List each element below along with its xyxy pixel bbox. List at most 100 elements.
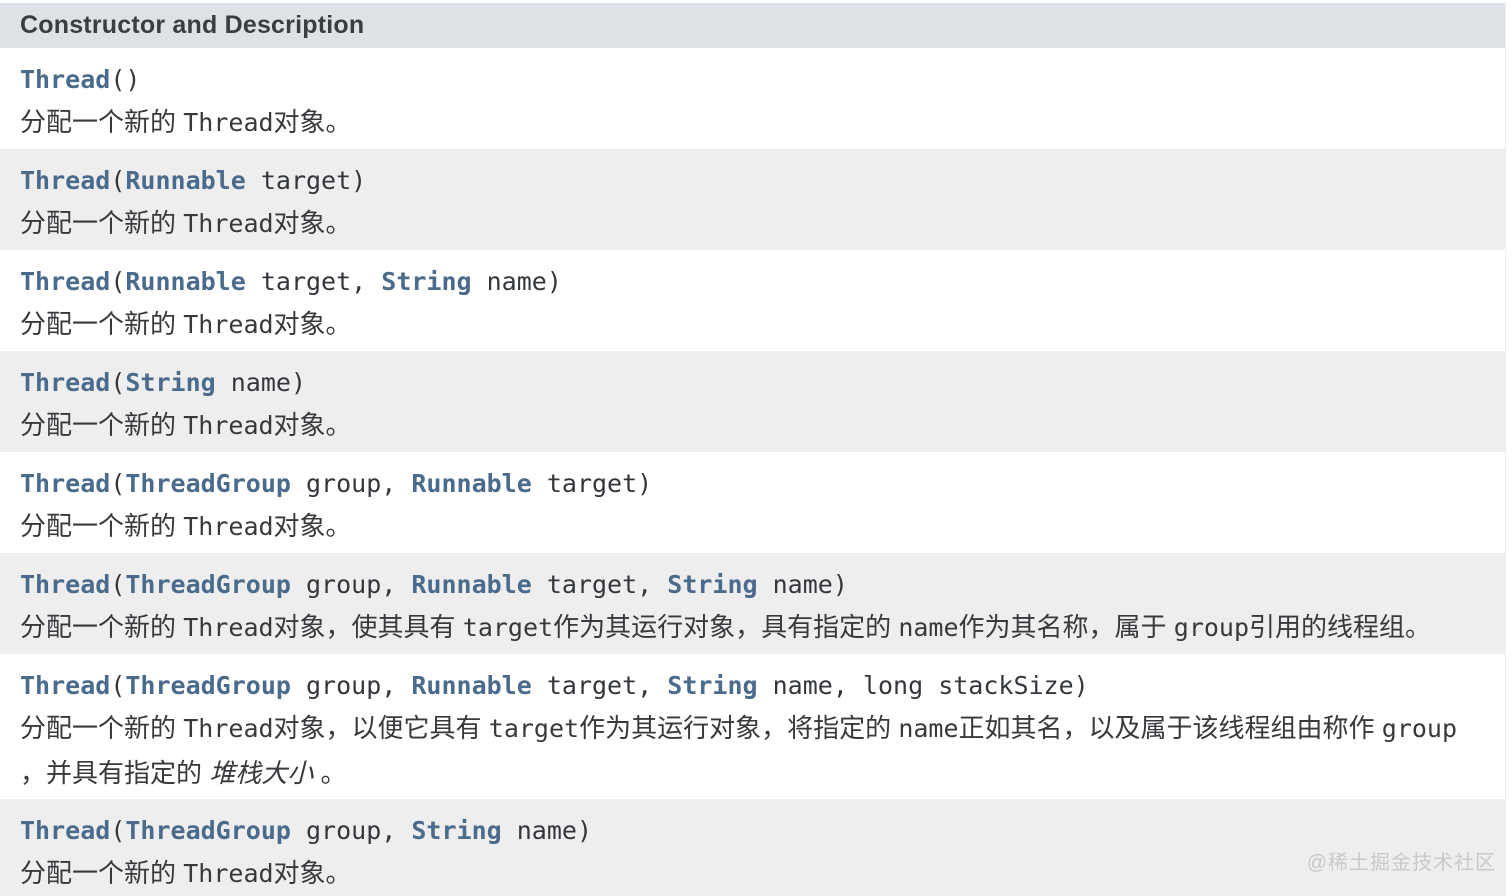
signature-text: name) [471, 267, 562, 296]
inline-code: Thread [183, 512, 274, 541]
signature-text: group, [290, 816, 412, 845]
signature-text: ( [110, 816, 126, 845]
signature-text: () [110, 65, 141, 94]
type-link[interactable]: ThreadGroup [125, 469, 291, 498]
table-row: Thread(ThreadGroup group, Runnable targe… [0, 654, 1506, 799]
type-link[interactable]: Runnable [411, 570, 532, 599]
constructor-description: 分配一个新的 Thread对象。 [20, 203, 1485, 244]
constructor-description: 分配一个新的 Thread对象。 [20, 304, 1485, 345]
inline-code: group [1173, 613, 1250, 642]
table-row: Thread(Runnable target) 分配一个新的 Thread对象。 [0, 149, 1506, 250]
type-link[interactable]: Runnable [125, 166, 246, 195]
description-text: 作为其名称，属于 [958, 612, 1174, 642]
constructor-cell: Thread() 分配一个新的 Thread 对象。 [0, 48, 1506, 149]
type-link[interactable]: Runnable [411, 469, 532, 498]
type-link[interactable]: Thread [20, 816, 111, 845]
signature-text: ( [110, 570, 126, 599]
type-link[interactable]: Runnable [125, 267, 246, 296]
description-text: 分配一个新的 [20, 858, 184, 888]
inline-code: target [488, 714, 580, 743]
constructor-cell: Thread(ThreadGroup group, Runnable targe… [0, 553, 1506, 654]
type-link[interactable]: Thread [20, 267, 111, 296]
constructor-signature: Thread() [20, 62, 1485, 98]
constructor-description: 分配一个新的 Thread对象，使其具有 target作为其运行对象，具有指定的… [20, 607, 1485, 648]
description-text: 对象。 [273, 410, 352, 440]
type-link[interactable]: String [125, 368, 216, 397]
type-link[interactable]: ThreadGroup [125, 671, 291, 700]
type-link[interactable]: String [411, 816, 502, 845]
type-link[interactable]: ThreadGroup [125, 816, 291, 845]
constructor-description: 分配一个新的 Thread对象。 [20, 405, 1485, 446]
constructor-cell: Thread(ThreadGroup group, Runnable targe… [0, 452, 1506, 553]
description-text: 作为其运行对象，具有指定的 [553, 612, 899, 642]
description-text: 正如其名，以及属于该线程组由称作 [958, 713, 1382, 743]
description-text: 。 [313, 758, 347, 788]
type-link[interactable]: Thread [20, 570, 111, 599]
type-link[interactable]: Thread [20, 368, 111, 397]
constructor-description: 分配一个新的 Thread对象。 [20, 853, 1485, 894]
inline-code: name [898, 613, 959, 642]
type-link[interactable]: ThreadGroup [125, 570, 291, 599]
constructor-description: 分配一个新的 Thread对象，以便它具有 target作为其运行对象，将指定的… [20, 708, 1485, 749]
signature-text: group, [290, 671, 412, 700]
table-row: Thread() 分配一个新的 Thread 对象。 [0, 48, 1506, 149]
signature-text: name, long stackSize) [757, 671, 1089, 700]
description-text: 分配一个新的 [20, 309, 184, 339]
signature-text: target, [531, 570, 668, 599]
description-text: 分配一个新的 [20, 511, 184, 541]
constructor-description: 分配一个新的 Thread对象。 [20, 506, 1485, 547]
inline-code: Thread [183, 714, 274, 743]
signature-text: group, [290, 469, 412, 498]
description-text: 分配一个新的 [20, 713, 184, 743]
inline-code: target [462, 613, 554, 642]
table-row: Thread(ThreadGroup group, Runnable targe… [0, 553, 1506, 654]
type-link[interactable]: Thread [20, 65, 111, 94]
signature-text: target, [245, 267, 382, 296]
description-text: 对象。 [273, 511, 352, 541]
type-link[interactable]: Thread [20, 469, 111, 498]
description-text: 对象。 [273, 858, 352, 888]
type-link[interactable]: String [381, 267, 472, 296]
table-row: Thread(String name) 分配一个新的 Thread对象。 [0, 351, 1506, 452]
inline-code: Thread [183, 859, 274, 888]
constructor-signature: Thread(ThreadGroup group, String name) [20, 813, 1485, 849]
description-text: 对象，使其具有 [273, 612, 463, 642]
column-header-label: Constructor and Description [20, 11, 365, 39]
table-header: Constructor and Description [0, 3, 1506, 48]
signature-text: target) [531, 469, 653, 498]
table-row: Thread(Runnable target, String name) 分配一个… [0, 250, 1506, 351]
inline-code: Thread [183, 411, 274, 440]
constructor-signature: Thread(ThreadGroup group, Runnable targe… [20, 466, 1485, 502]
watermark: @稀土掘金技术社区 [1306, 852, 1496, 874]
inline-code: Thread [183, 613, 274, 642]
type-link[interactable]: Thread [20, 166, 111, 195]
signature-text: ( [110, 267, 126, 296]
description-text: 分配一个新的 [20, 107, 184, 137]
signature-text: name) [215, 368, 306, 397]
constructor-signature: Thread(String name) [20, 365, 1485, 401]
signature-text: group, [290, 570, 412, 599]
type-link[interactable]: Runnable [411, 671, 532, 700]
constructor-cell: Thread(String name) 分配一个新的 Thread对象。 [0, 351, 1506, 452]
description-text: 对象。 [273, 208, 352, 238]
description-text: 堆栈大小 [209, 758, 314, 788]
type-link[interactable]: String [667, 671, 758, 700]
constructor-table-body: Thread()分配一个新的 Thread对象。Thread(Runnable … [0, 48, 1506, 896]
table-row: Thread(ThreadGroup group, Runnable targe… [0, 452, 1506, 553]
inline-code: group [1381, 714, 1458, 743]
constructor-cell: Thread(Runnable target, String name) 分配一个… [0, 250, 1506, 351]
inline-code: name [898, 714, 959, 743]
signature-text: name) [501, 816, 592, 845]
description-text: 对象。 [273, 309, 352, 339]
constructor-summary-table: Constructor and Description Thread()分配一个… [0, 3, 1506, 896]
description-text: 作为其运行对象，将指定的 [579, 713, 899, 743]
signature-text: target) [245, 166, 367, 195]
constructor-signature: Thread(Runnable target) [20, 163, 1485, 199]
signature-text: name) [757, 570, 848, 599]
constructor-signature: Thread(Runnable target, String name) [20, 264, 1485, 300]
inline-code: Thread [183, 209, 274, 238]
constructor-description: ，并具有指定的 堆栈大小 。 [20, 753, 1485, 793]
description-text: 对象。 [273, 107, 352, 137]
type-link[interactable]: Thread [20, 671, 111, 700]
type-link[interactable]: String [667, 570, 758, 599]
